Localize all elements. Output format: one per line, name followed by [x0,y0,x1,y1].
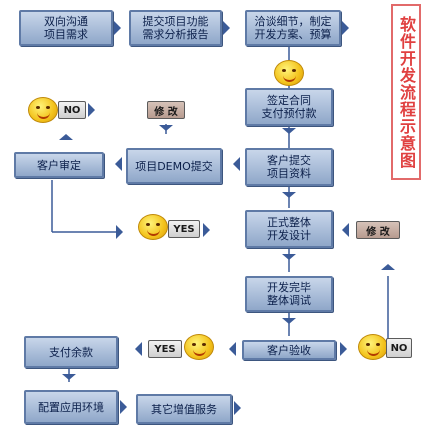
step-acceptance-label: 客户验收 [267,343,311,357]
step-balance-label: 支付余款 [49,345,93,359]
chevron-up-icon [381,264,395,270]
modify-label-right: 修 改 [356,221,400,239]
smiley-face-icon [28,97,58,123]
chevron-right-icon [342,21,349,35]
step-plan-line2: 开发方案、预算 [254,28,332,41]
chevron-down-icon [62,374,76,380]
step-plan: 洽谈细节，制定开发方案、预算 [245,10,341,46]
chevron-down-icon [282,128,296,134]
smiley-face-icon [274,60,304,86]
chevron-left-icon [115,157,122,171]
chevron-left-icon [233,157,240,171]
step-requirements: 双向沟通项目需求 [19,10,113,46]
step-contract: 签定合同支付预付款 [245,88,333,126]
chevron-right-icon [223,21,230,35]
step-submit-info-line2: 项目资料 [267,167,311,180]
step-submit-info: 客户提交项目资料 [245,148,333,186]
step-requirements-line1: 双向沟通 [44,15,88,28]
step-other-services-label: 其它增值服务 [151,402,217,416]
diagram-title: 软件开发流程示意图 [397,15,416,169]
chevron-right-icon [88,103,95,117]
chevron-right-icon [203,223,210,237]
no-label-bottom: NO [386,338,412,358]
step-demo: 项目DEMO提交 [126,148,222,184]
step-analysis-line2: 需求分析报告 [142,28,209,41]
step-analysis-line1: 提交项目功能 [142,15,209,28]
chevron-down-icon [159,125,173,131]
step-design-line1: 正式整体 [267,216,311,229]
diagram-title-box: 软件开发流程示意图 [391,4,421,180]
chevron-left-icon [229,342,236,356]
chevron-down-icon [282,318,296,324]
step-review: 客户审定 [14,152,104,178]
step-deploy-label: 配置应用环境 [38,400,104,414]
step-plan-line1: 洽谈细节，制定 [254,15,332,28]
no-label: NO [58,101,86,119]
smiley-face-icon [138,214,168,240]
yes-label-middle: YES [168,220,200,238]
yes-label-bottom: YES [148,340,182,358]
smiley-face-icon [358,334,388,360]
step-test: 开发完毕整体调试 [245,276,333,312]
step-balance: 支付余款 [24,336,118,368]
chevron-right-icon [120,400,127,414]
step-review-label: 客户审定 [37,158,81,172]
step-analysis: 提交项目功能需求分析报告 [129,10,222,46]
chevron-left-icon [135,342,142,356]
chevron-left-icon [342,223,349,237]
chevron-down-icon [282,192,296,198]
step-submit-info-line1: 客户提交 [267,154,311,167]
step-acceptance: 客户验收 [242,340,336,360]
chevron-down-icon [282,254,296,260]
chevron-right-icon [116,225,123,239]
step-other-services: 其它增值服务 [136,394,232,424]
step-design: 正式整体开发设计 [245,210,333,248]
chevron-right-icon [340,342,347,356]
step-contract-line1: 签定合同 [267,94,311,107]
chevron-up-icon [59,134,73,140]
modify-label-top: 修 改 [147,101,185,119]
step-contract-line2: 支付预付款 [261,107,317,120]
chevron-right-icon [114,21,121,35]
step-deploy: 配置应用环境 [24,390,118,424]
smiley-face-icon [184,334,214,360]
step-test-line2: 整体调试 [267,294,311,307]
step-demo-label: 项目DEMO提交 [135,159,213,173]
chevron-right-icon [234,401,241,415]
step-design-line2: 开发设计 [267,229,311,242]
step-requirements-line2: 项目需求 [44,28,88,41]
step-test-line1: 开发完毕 [267,281,311,294]
